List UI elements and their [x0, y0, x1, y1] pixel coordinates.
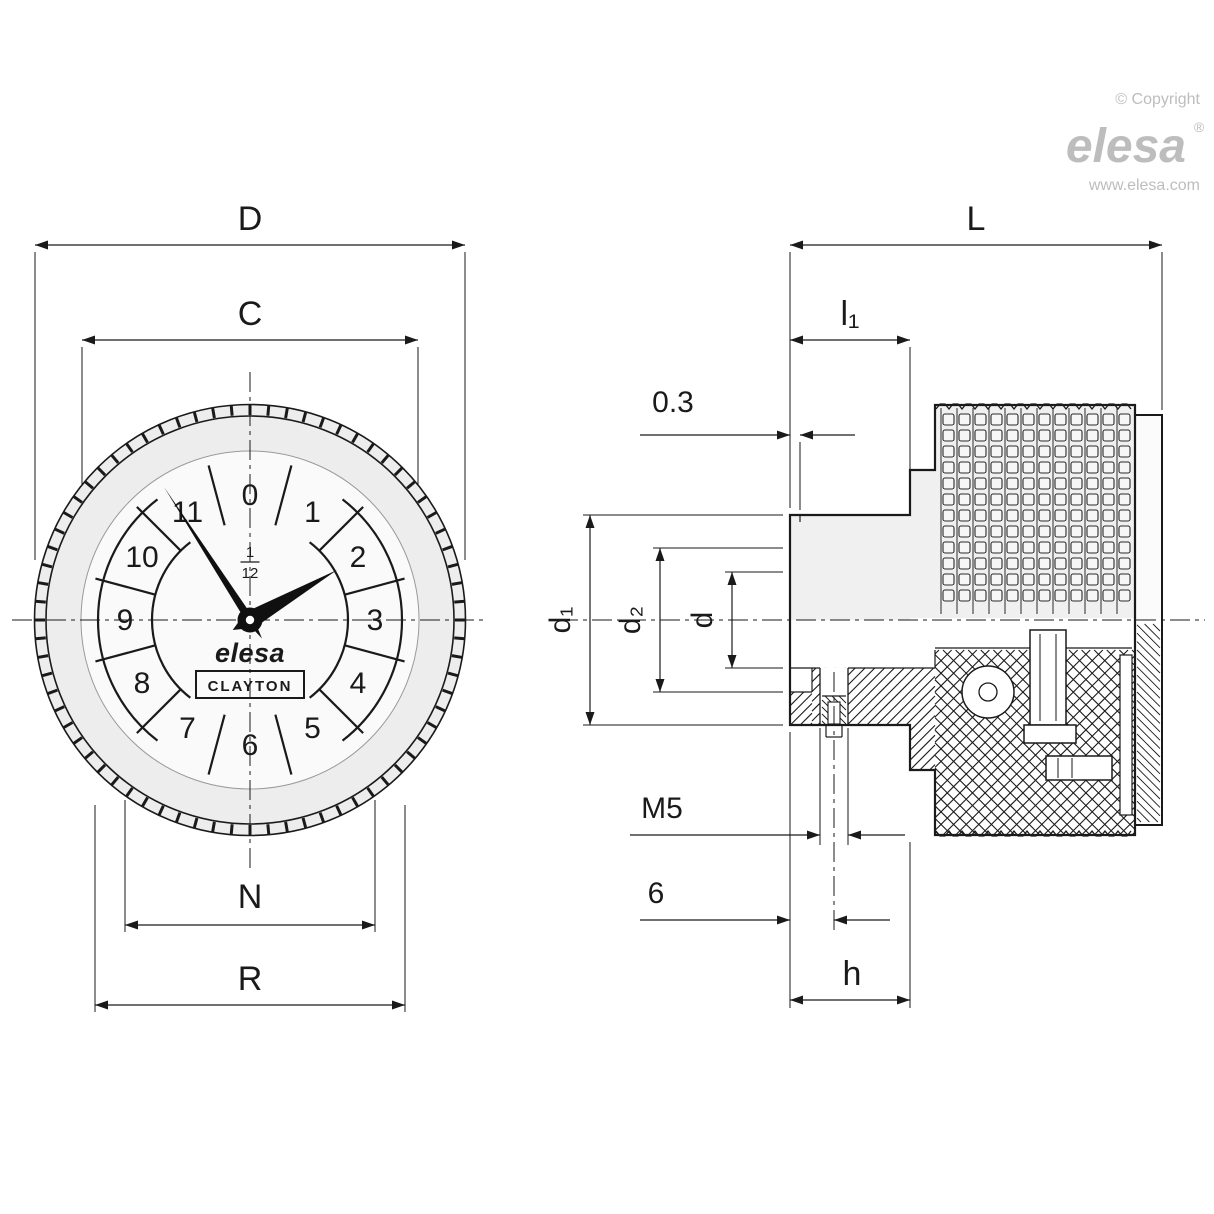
cap-flange-hatch [909, 667, 936, 771]
fraction-numerator: 1 [246, 544, 254, 561]
dial-number: 6 [242, 729, 259, 762]
knurl-grid [940, 408, 1131, 614]
side-section-view [558, 403, 1205, 930]
cover-groove [1119, 654, 1133, 816]
dim-label-C: C [238, 295, 263, 333]
bearing-ball-core [978, 682, 998, 702]
dim-label-0.3: 0.3 [652, 386, 694, 419]
dial-number: 3 [367, 604, 384, 637]
knurl-teeth [34, 404, 466, 836]
cover-top-fill [1135, 415, 1162, 620]
dim-label-D: D [238, 200, 263, 238]
dim-label-L: L [967, 200, 986, 238]
internal-mechanism [961, 629, 1133, 816]
cap-flange-section-fill [910, 620, 935, 770]
dim-label-6: 6 [648, 877, 665, 910]
dial-number: 5 [304, 712, 321, 745]
dial-logo-text: elesa [215, 638, 285, 668]
dial-number: 0 [242, 479, 259, 512]
spacer-plate [1023, 724, 1077, 744]
dim-label-d1: d₁ [544, 607, 577, 634]
cover-section-hatch [1136, 623, 1161, 823]
dial-number: 10 [125, 541, 158, 574]
dial-number: 7 [179, 712, 196, 745]
dial-number: 8 [134, 667, 151, 700]
long-pointer-hand [164, 487, 262, 639]
dim-label-N: N [238, 878, 263, 916]
dial-number: 2 [350, 541, 367, 574]
fraction-denominator: 12 [242, 565, 259, 582]
copyright-text: © Copyright [1115, 91, 1200, 108]
elesa-logo-text: elesa [1066, 120, 1186, 173]
dim-label-h: h [843, 955, 862, 993]
hub-exterior-fill [790, 515, 910, 620]
dial-ticks [95, 465, 405, 775]
front-view: 0 1 2 3 4 5 6 7 8 9 10 11 1 12 elesa CLA… [12, 372, 488, 872]
dim-label-M5: M5 [641, 792, 683, 825]
dim-label-l1: l₁ [840, 295, 859, 333]
dim-label-d: d [686, 612, 719, 629]
branding-block: © Copyright elesa ® www.elesa.com [1066, 91, 1205, 194]
dim-label-R: R [238, 960, 263, 998]
drive-bush [1029, 629, 1067, 726]
dial-brand-text: CLAYTON [208, 678, 293, 695]
dim-label-d2: d₂ [614, 606, 647, 634]
cap-flange-fill [910, 470, 935, 618]
dial-brand-box [195, 670, 305, 699]
dial-number: 1 [304, 496, 321, 529]
dial-number: 4 [350, 667, 367, 700]
website-text: www.elesa.com [1088, 177, 1200, 194]
registered-mark: ® [1194, 119, 1205, 135]
dial-number: 9 [117, 604, 134, 637]
center-hub-dot [245, 615, 255, 625]
dimension-lines [34, 240, 1163, 1012]
fixing-screw [1045, 755, 1113, 781]
dimension-labels: D C N R L l₁ 0.3 M5 6 h d₁ d₂ d [238, 200, 986, 998]
